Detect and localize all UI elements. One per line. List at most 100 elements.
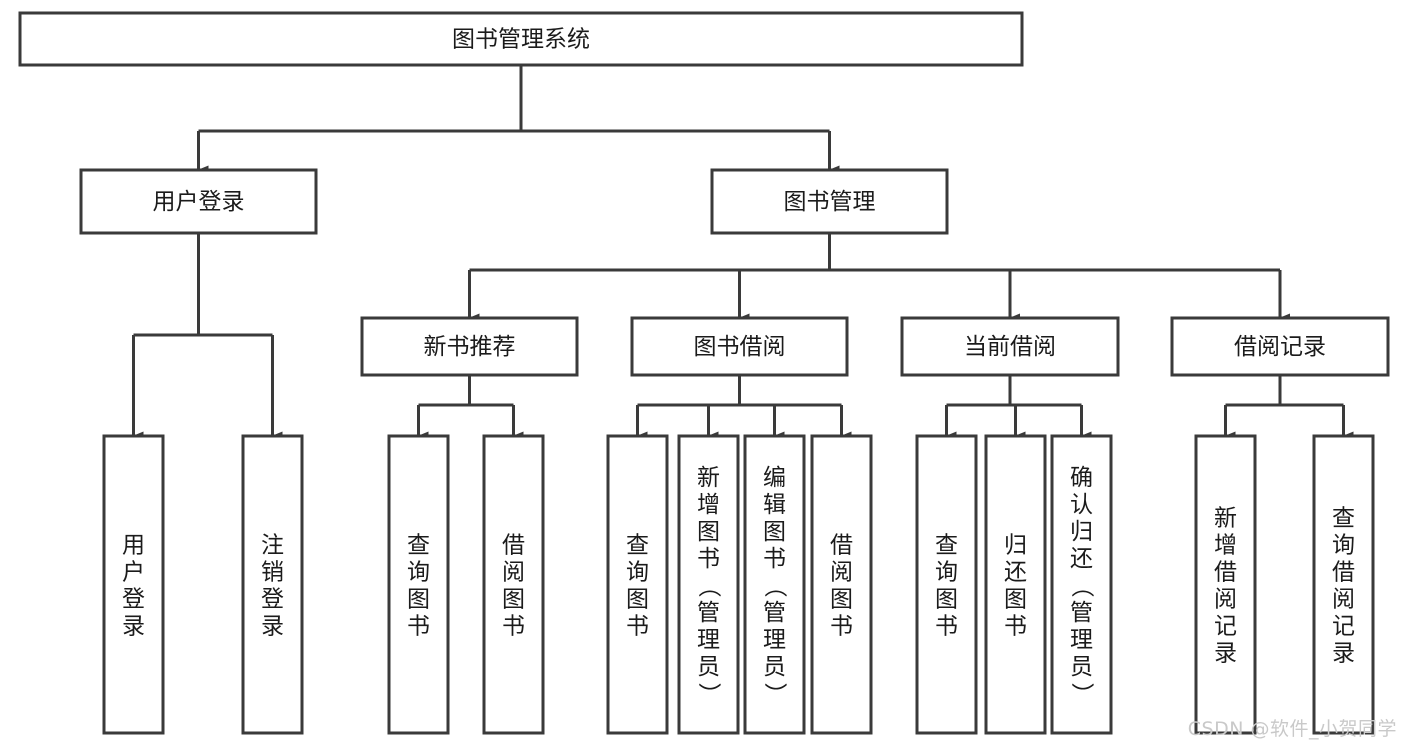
svg-text:阅: 阅 (1214, 587, 1237, 613)
svg-text:询: 询 (1332, 533, 1355, 559)
svg-text:新: 新 (697, 465, 720, 491)
svg-text:增: 增 (697, 492, 720, 518)
svg-text:查: 查 (626, 533, 649, 559)
svg-text:还: 还 (1004, 560, 1027, 586)
svg-text:记: 记 (1332, 614, 1355, 640)
svg-text:借: 借 (502, 533, 525, 559)
svg-text:增: 增 (1214, 533, 1237, 559)
svg-text:（: （ (696, 575, 722, 598)
svg-text:录: 录 (1332, 641, 1355, 667)
svg-text:查: 查 (1332, 506, 1355, 532)
svg-text:书: 书 (1004, 614, 1027, 640)
svg-text:管: 管 (1070, 600, 1093, 626)
svg-text:新: 新 (1214, 506, 1237, 532)
svg-text:认: 认 (1070, 492, 1093, 518)
node-boxes: 图书管理系统用户登录图书管理新书推荐图书借阅当前借阅借阅记录用户登录注销登录查询… (18, 11, 1390, 735)
svg-text:图: 图 (626, 587, 649, 613)
svg-text:登: 登 (122, 587, 145, 613)
node-new-book-recommend[interactable]: 新书推荐 (360, 316, 579, 377)
svg-text:书: 书 (502, 614, 525, 640)
svg-text:借: 借 (830, 533, 853, 559)
svg-text:管: 管 (763, 600, 786, 626)
svg-text:阅: 阅 (1332, 587, 1355, 613)
svg-text:录: 录 (122, 614, 145, 640)
svg-text:图: 图 (407, 587, 430, 613)
svg-text:）: ） (762, 683, 788, 706)
node-root-system[interactable]: 图书管理系统 (18, 11, 1024, 67)
svg-text:）: ） (696, 683, 722, 706)
node-current-borrow[interactable]: 当前借阅 (900, 316, 1120, 377)
svg-text:录: 录 (1214, 641, 1237, 667)
node-book-manage[interactable]: 图书管理 (710, 168, 949, 235)
svg-text:借: 借 (1332, 560, 1355, 586)
svg-text:图: 图 (935, 587, 958, 613)
svg-text:员: 员 (763, 654, 786, 680)
svg-text:图: 图 (502, 587, 525, 613)
svg-text:图: 图 (830, 587, 853, 613)
watermark-label: CSDN @软件_小贺同学 (1187, 718, 1397, 740)
svg-text:图: 图 (1004, 587, 1027, 613)
svg-text:询: 询 (935, 560, 958, 586)
node-book-borrow[interactable]: 图书借阅 (630, 316, 849, 377)
svg-text:理: 理 (697, 627, 720, 653)
svg-text:用: 用 (122, 533, 145, 559)
svg-text:询: 询 (407, 560, 430, 586)
svg-text:归: 归 (1070, 519, 1093, 545)
node-user-login[interactable]: 用户登录 (79, 168, 318, 235)
node-label: 图书管理 (784, 189, 876, 215)
svg-text:借: 借 (1214, 560, 1237, 586)
svg-text:录: 录 (261, 614, 284, 640)
svg-text:确: 确 (1070, 465, 1093, 491)
svg-text:理: 理 (763, 627, 786, 653)
svg-text:书: 书 (935, 614, 958, 640)
svg-text:图: 图 (763, 519, 786, 545)
svg-text:询: 询 (626, 560, 649, 586)
svg-text:）: ） (1069, 683, 1095, 706)
node-label: 借阅记录 (1234, 334, 1326, 360)
svg-text:书: 书 (407, 614, 430, 640)
node-leaf-user-login[interactable]: 用户登录 (102, 434, 165, 735)
svg-text:户: 户 (122, 560, 145, 586)
svg-text:书: 书 (626, 614, 649, 640)
svg-text:员: 员 (1070, 654, 1093, 680)
svg-text:图: 图 (697, 519, 720, 545)
leaf-label: 用户登录 (122, 533, 145, 640)
svg-text:书: 书 (763, 546, 786, 572)
svg-text:阅: 阅 (830, 560, 853, 586)
node-borrow-record[interactable]: 借阅记录 (1170, 316, 1390, 377)
svg-text:编: 编 (763, 465, 786, 491)
svg-text:管: 管 (697, 600, 720, 626)
svg-text:书: 书 (697, 546, 720, 572)
node-label: 图书借阅 (694, 334, 786, 360)
svg-text:辑: 辑 (763, 492, 786, 518)
node-label: 当前借阅 (964, 334, 1056, 360)
svg-text:记: 记 (1214, 614, 1237, 640)
svg-text:归: 归 (1004, 533, 1027, 559)
node-label: 新书推荐 (424, 334, 516, 360)
svg-text:（: （ (1069, 575, 1095, 598)
node-label: 图书管理系统 (452, 27, 590, 53)
